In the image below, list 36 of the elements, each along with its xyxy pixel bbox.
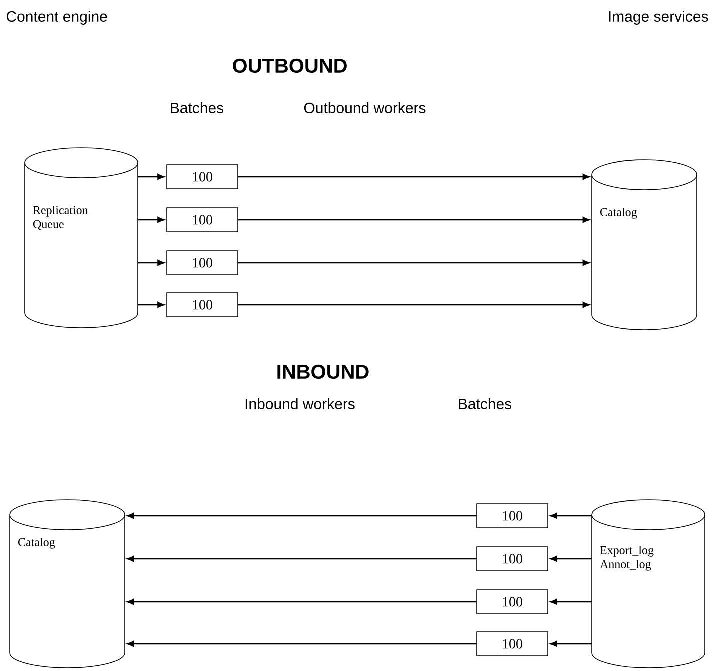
caption-label: Batches [459, 398, 512, 410]
arrow [138, 174, 165, 180]
arrow [138, 302, 165, 308]
caption-label: Content engine [6, 11, 108, 25]
batch-box: 100 [166, 164, 238, 190]
section-heading: OUTBOUND [233, 58, 347, 74]
arrow [550, 513, 592, 519]
arrow [127, 556, 477, 562]
batch-box: 100 [476, 504, 548, 528]
caption-label: Batches [171, 102, 224, 114]
arrow [138, 216, 165, 223]
caption-label: Inbound workers [246, 398, 355, 410]
cylinder: Replication Queue [24, 148, 138, 328]
cylinder: Catalog [592, 160, 698, 330]
arrow [138, 260, 165, 266]
section-heading: INBOUND [278, 364, 369, 380]
arrow [238, 260, 590, 266]
arrow [550, 599, 592, 605]
batch-box: 100 [476, 546, 548, 572]
batch-box: 100 [476, 632, 548, 656]
batch-box: 100 [166, 250, 238, 276]
batch-box: 100 [476, 590, 548, 614]
batch-box: 100 [166, 208, 238, 232]
cylinder: Catalog [10, 500, 126, 668]
caption-label: Outbound workers [304, 102, 426, 114]
batch-box: 100 [166, 292, 238, 318]
arrow [238, 174, 590, 180]
arrow [238, 216, 590, 223]
arrow [238, 302, 590, 308]
arrow [550, 641, 592, 647]
cylinder: Export_log Annot_log [592, 500, 706, 668]
caption-label: Image services [609, 11, 708, 25]
arrow [127, 599, 477, 605]
arrow [127, 641, 477, 647]
arrow [550, 556, 592, 562]
arrow [127, 513, 477, 519]
